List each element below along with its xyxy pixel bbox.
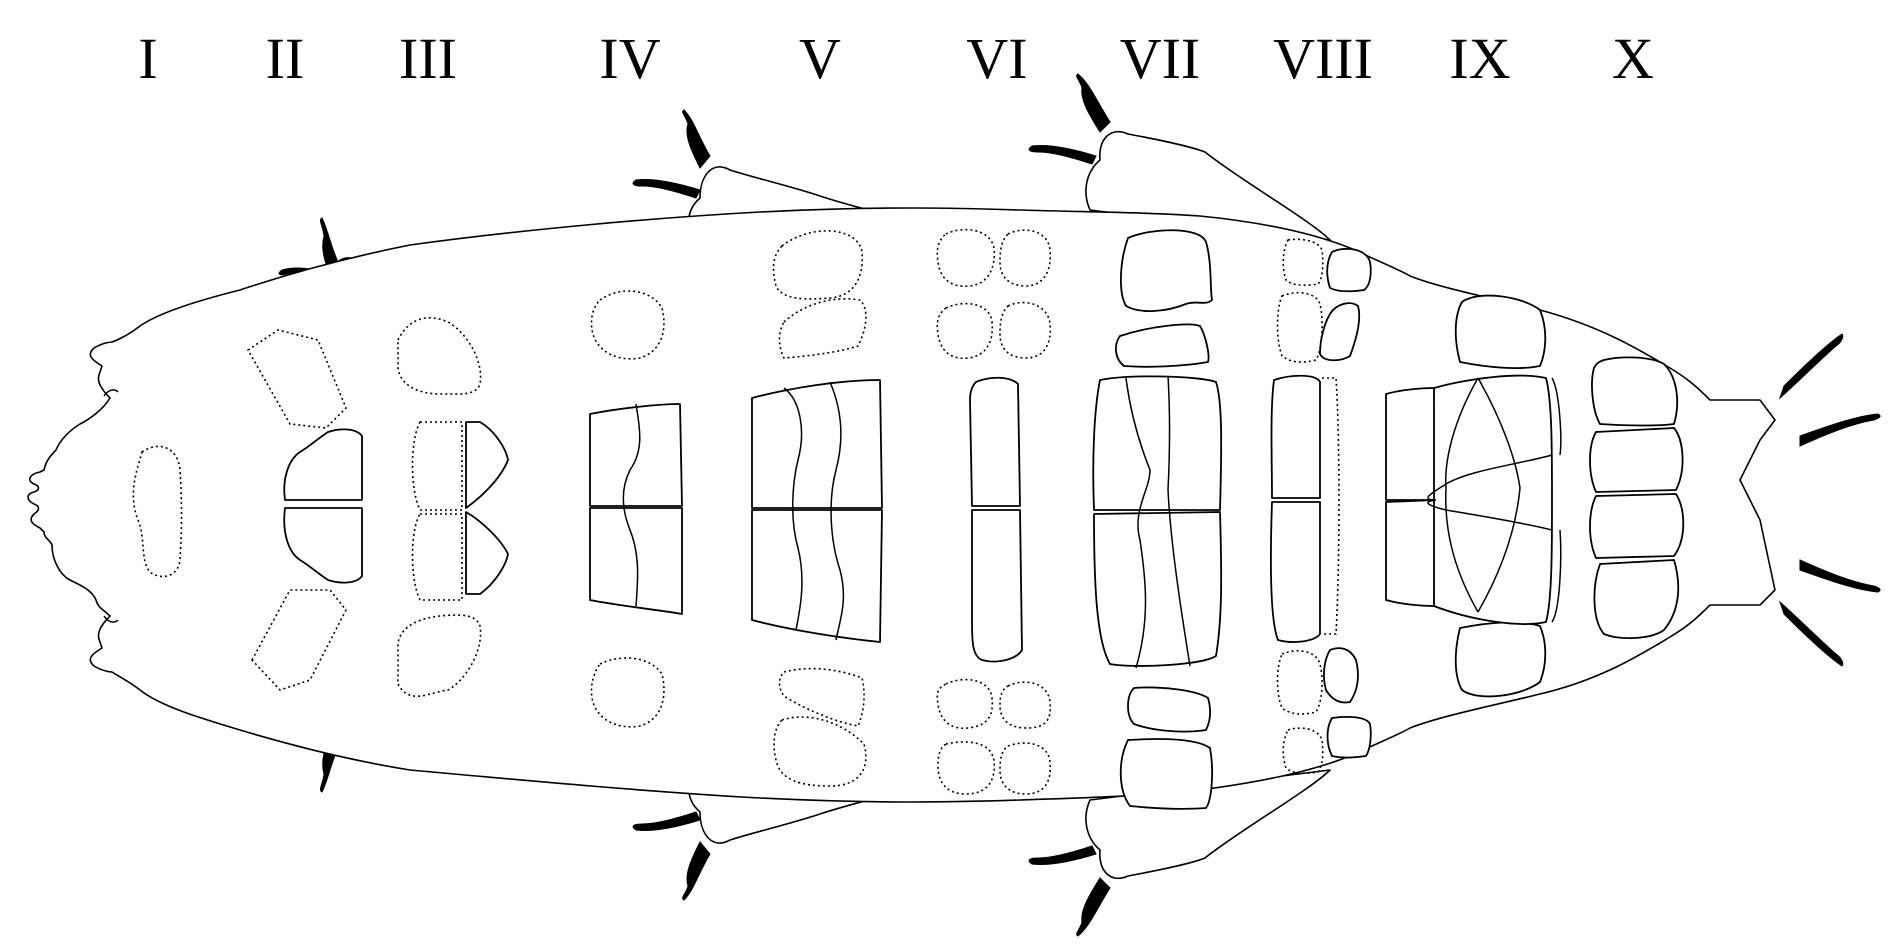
claw-2-top-b bbox=[632, 179, 701, 199]
seg7-plate-bottom bbox=[1093, 511, 1223, 667]
seg8-plate-main-top bbox=[1270, 374, 1321, 499]
claw-3-top-b bbox=[1028, 145, 1097, 165]
seg5-plate-top bbox=[751, 379, 883, 509]
seg6-dotted-br bbox=[999, 681, 1052, 729]
terminal-claw-1 bbox=[1778, 333, 1844, 400]
head bbox=[103, 389, 183, 623]
seg8-plate-top-a bbox=[1326, 247, 1372, 293]
segment-label-8: VIII bbox=[1273, 26, 1373, 91]
claw-3-bottom-b bbox=[1028, 845, 1097, 865]
claw-3-bottom-a bbox=[1076, 877, 1111, 937]
seg6-dotted-tl bbox=[936, 228, 996, 287]
seg4-dotted-bottom bbox=[590, 657, 665, 728]
seg10-plate-2 bbox=[1589, 427, 1684, 493]
terminal-claw-4 bbox=[1778, 600, 1844, 667]
seg2-plate-upper bbox=[283, 428, 363, 501]
seg7-line-1 bbox=[1125, 377, 1151, 669]
seg7-top-lower bbox=[1115, 323, 1210, 368]
seg4-midline bbox=[622, 403, 641, 607]
seg1-dotted-plate bbox=[132, 445, 183, 578]
head-bump-bottom bbox=[103, 615, 119, 623]
seg6-dotted-bbr bbox=[999, 742, 1052, 795]
seg9-plate-top bbox=[1454, 294, 1547, 369]
seg10-plate-3 bbox=[1589, 493, 1685, 559]
seg6-dotted-bbl bbox=[937, 741, 996, 795]
seg9-diamond bbox=[1445, 377, 1521, 613]
segment-label-10: X bbox=[1612, 26, 1654, 91]
claw-2-bottom-b bbox=[632, 811, 701, 831]
seg5-dotted-bot-b bbox=[773, 716, 867, 787]
seg6-dotted-ml bbox=[936, 302, 994, 359]
segment-3-plates bbox=[397, 316, 509, 698]
seg10-plate-4 bbox=[1593, 559, 1680, 639]
seg6-dotted-mr bbox=[999, 301, 1052, 359]
segment-9-plates bbox=[1385, 294, 1562, 698]
seg9-sides bbox=[1551, 377, 1562, 623]
segment-8-plates bbox=[1269, 238, 1372, 774]
seg8-dotted-side bbox=[1322, 377, 1340, 635]
seg9-block-center bbox=[1433, 374, 1553, 625]
segment-label-7: VII bbox=[1120, 26, 1201, 91]
segment-label-5: V bbox=[799, 26, 841, 91]
seg8-plate-top-b bbox=[1319, 302, 1361, 362]
terminal-claw-3 bbox=[1799, 559, 1881, 593]
terminal-claw-2 bbox=[1799, 413, 1881, 447]
segment-labels: I II III IV V VI VII VIII IX X bbox=[138, 26, 1654, 91]
seg9-block-left-bottom bbox=[1385, 499, 1437, 607]
seg10-plate-1 bbox=[1591, 356, 1679, 427]
seg5-plate-bottom bbox=[751, 509, 883, 643]
segment-label-1: I bbox=[138, 26, 157, 91]
seg2-dotted-bottom bbox=[251, 589, 347, 691]
seg3-wedge-lower bbox=[465, 511, 509, 595]
seg6-plate-bottom bbox=[971, 509, 1023, 663]
segment-label-2: II bbox=[266, 26, 305, 91]
seg5-line-2 bbox=[829, 381, 845, 641]
head-bump-top bbox=[103, 389, 119, 397]
segment-label-3: III bbox=[399, 26, 457, 91]
seg4-plate-top bbox=[589, 403, 683, 507]
seg8-dotted-4 bbox=[1282, 727, 1324, 774]
segment-6-plates bbox=[936, 228, 1052, 795]
seg5-line-1 bbox=[783, 387, 803, 631]
seg4-dotted-top bbox=[590, 290, 665, 360]
seg7-top-upper bbox=[1120, 229, 1213, 312]
seg3-dotted-top bbox=[397, 316, 482, 395]
segment-7-plates bbox=[1092, 229, 1223, 810]
seg3-dotted-mid-2 bbox=[411, 513, 463, 601]
segment-4-plates bbox=[589, 290, 683, 728]
seg7-bot-upper bbox=[1127, 686, 1212, 733]
segment-label-6: VI bbox=[966, 26, 1027, 91]
segment-label-4: IV bbox=[599, 26, 660, 91]
seg7-plate-top bbox=[1092, 375, 1223, 511]
segment-label-9: IX bbox=[1449, 26, 1510, 91]
seg7-line-2 bbox=[1167, 375, 1191, 667]
seg9-chevron bbox=[1427, 454, 1553, 531]
claw-2-top-a bbox=[682, 109, 711, 169]
seg9-block-left-top bbox=[1385, 387, 1437, 501]
seg3-dotted-bottom bbox=[397, 614, 482, 698]
claw-2-bottom-a bbox=[682, 841, 711, 901]
seg9-plate-bottom bbox=[1454, 621, 1547, 698]
seg6-plate-top bbox=[969, 376, 1021, 507]
seg8-plate-bot-a bbox=[1323, 647, 1359, 704]
segment-2-plates bbox=[246, 329, 363, 691]
seg5-dotted-bot-a bbox=[778, 667, 865, 727]
seg8-plate-main-bottom bbox=[1269, 501, 1321, 643]
seg3-wedge-upper bbox=[465, 421, 509, 509]
seg8-dotted-2 bbox=[1276, 291, 1323, 363]
seg2-dotted-top bbox=[246, 329, 347, 429]
seg2-plate-lower bbox=[283, 507, 363, 584]
seg3-dotted-mid-1 bbox=[411, 421, 463, 511]
seg5-dotted-top-b bbox=[778, 298, 867, 359]
segment-5-plates bbox=[751, 230, 883, 787]
seg4-plate-bottom bbox=[589, 507, 683, 615]
claw-3-top-a bbox=[1076, 73, 1111, 133]
seg8-plate-bot-b bbox=[1326, 716, 1372, 759]
seg7-bot-lower bbox=[1119, 738, 1213, 810]
segment-10-plates bbox=[1589, 356, 1685, 639]
seg6-dotted-bl bbox=[936, 678, 994, 729]
